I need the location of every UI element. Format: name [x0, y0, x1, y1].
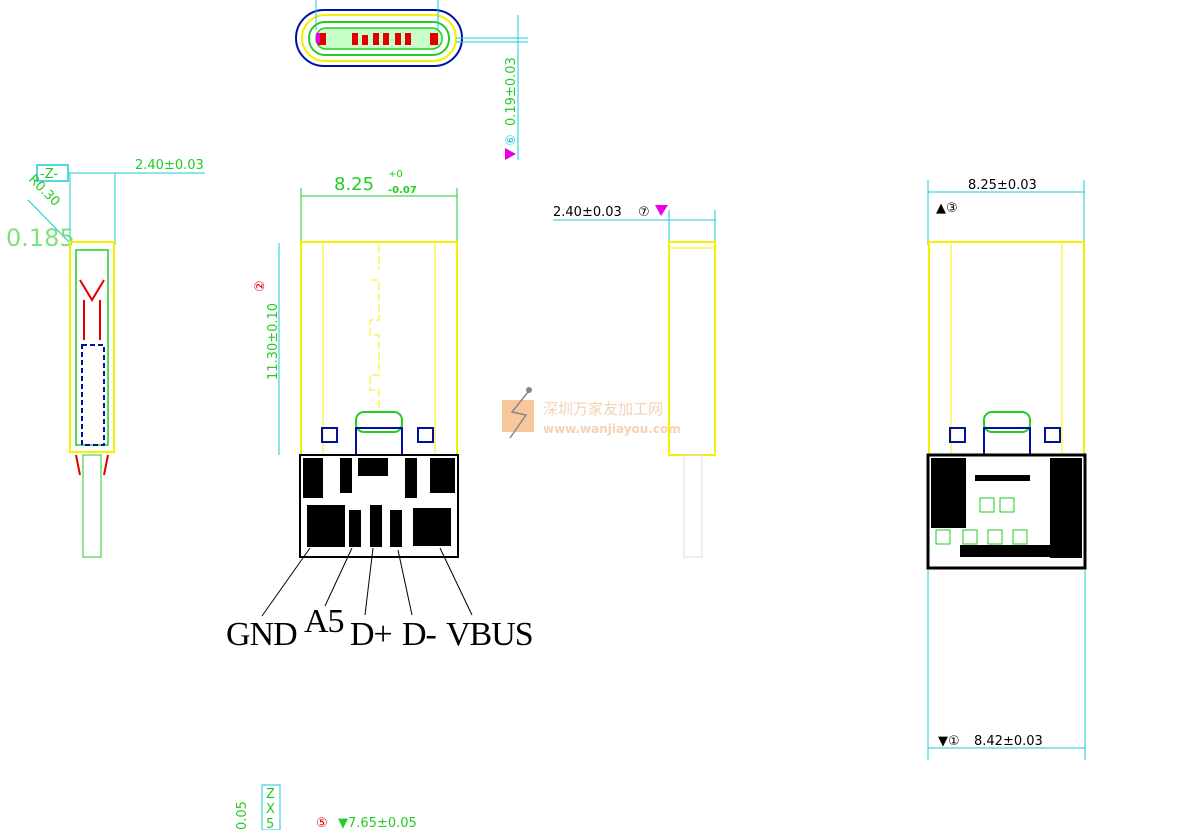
pin-label-vbus: VBUS: [446, 616, 533, 653]
right-view: 8.25±0.03 ▲③ ▼① 8.42±0.03: [926, 178, 1087, 760]
pin-label-dplus: D+: [350, 616, 392, 653]
tolerance-upper: +0: [388, 169, 403, 180]
small-dimension: 0.185: [6, 224, 75, 252]
pin-label-a5: A5: [304, 603, 344, 640]
bottom-view: Z X 5 0.05 ⑤ ▼7.65±0.05: [235, 784, 417, 830]
right-width-dimension: 8.25±0.03: [968, 178, 1037, 193]
pin-label-gnd: GND: [226, 616, 297, 653]
bottom-dimension: ▼7.65±0.05: [338, 816, 417, 830]
datum-z-label: -Z-: [40, 167, 58, 182]
left-side-view: -Z- 2.40±0.03 R0.30 0.185: [6, 158, 205, 558]
watermark-logo: 深圳万家友加工网 www.wanjiayou.com: [502, 387, 681, 439]
pin-label-dminus: D-: [402, 616, 437, 653]
triangle-marker-icon: [505, 148, 516, 160]
side-view: 2.40±0.03 ⑦: [553, 205, 716, 558]
small-tolerance: 0.05: [235, 801, 250, 830]
note-circle-7: ⑦: [638, 205, 650, 220]
note-circle-5: ⑤: [316, 816, 328, 830]
watermark-text-cn: 深圳万家友加工网: [543, 400, 663, 418]
thickness-dimension: 0.19±0.03: [504, 57, 519, 126]
top-end-view: 0.19±0.03 ⑥: [295, 0, 528, 160]
watermark-url: www.wanjiayou.com: [543, 422, 681, 436]
note-1: ▼①: [938, 734, 960, 749]
width-dimension: 2.40±0.03: [135, 158, 204, 173]
note-circle-6: ⑥: [504, 134, 519, 146]
frame-cell-x: X: [266, 802, 275, 817]
frame-cell-5: 5: [266, 817, 274, 830]
tolerance-lower: -0.07: [388, 185, 417, 196]
front-view: 8.25 +0 -0.07 ② 11.30±0.10 GND A5 D+ D-: [226, 169, 534, 653]
note-3: ▲③: [936, 201, 958, 216]
width-nominal: 8.25: [334, 174, 374, 195]
triangle-marker-icon: [655, 205, 668, 216]
note-circle-2: ②: [253, 280, 268, 292]
length-dimension: 11.30±0.10: [266, 303, 281, 380]
side-width-dimension: 2.40±0.03: [553, 205, 622, 220]
right-bottom-dimension: 8.42±0.03: [974, 734, 1043, 749]
frame-cell-z: Z: [266, 787, 275, 802]
